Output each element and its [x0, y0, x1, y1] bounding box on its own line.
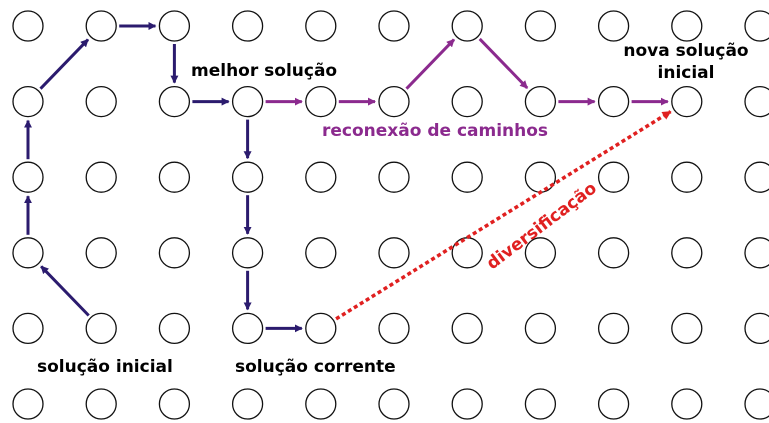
- grid-node: [231, 10, 264, 42]
- path-relinking-arrow: [405, 38, 456, 90]
- grid-node: [231, 388, 264, 420]
- diversification-arrow: [335, 110, 672, 321]
- grid-node: [158, 312, 191, 345]
- grid-node: [231, 161, 264, 193]
- grid-node: [524, 388, 557, 420]
- grid-node: [305, 161, 337, 193]
- grid-node: [524, 312, 557, 345]
- grid-node: [12, 10, 44, 42]
- grid-node: [597, 10, 630, 42]
- grid-node: [671, 161, 703, 193]
- grid-node: [597, 161, 630, 193]
- path-relinking-label: reconexão de caminhos: [322, 121, 548, 141]
- grid-node: [378, 237, 410, 269]
- path-relinking-arrow: [478, 37, 529, 90]
- grid-node: [451, 161, 483, 193]
- grid-node: [451, 10, 483, 42]
- grid-node: [12, 85, 44, 118]
- grid-node: [231, 237, 264, 269]
- grid-node: [85, 237, 117, 269]
- grid-node: [671, 388, 703, 420]
- grid-node: [597, 85, 630, 118]
- best-solution-node: [231, 85, 264, 118]
- grid-node: [597, 312, 630, 345]
- grid-node: [12, 312, 44, 345]
- initial-solution-node: [85, 312, 117, 345]
- new-initial-solution-node: [671, 85, 703, 118]
- grid-node: [12, 237, 44, 269]
- arrow-layer: [24, 22, 672, 333]
- current-solution-label: solução corrente: [235, 357, 396, 377]
- grid-node: [85, 85, 117, 118]
- grid-node: [744, 85, 769, 118]
- grid-node: [524, 85, 557, 118]
- initial-solution-label: solução inicial: [37, 357, 173, 377]
- grid-node: [524, 237, 557, 269]
- grid-node: [378, 312, 410, 345]
- grid-node: [305, 388, 337, 420]
- grid-node: [158, 237, 191, 269]
- grid-node: [524, 161, 557, 193]
- new-initial-solution-label-line1: nova solução: [623, 41, 748, 61]
- grid-node: [158, 10, 191, 42]
- grid-node: [671, 237, 703, 269]
- grid-node: [744, 237, 769, 269]
- grid-node: [305, 237, 337, 269]
- grid-node: [744, 161, 769, 193]
- grid-node: [85, 388, 117, 420]
- new-initial-solution-label-line2: inicial: [658, 63, 715, 83]
- node-grid: [12, 10, 769, 420]
- grid-node: [12, 161, 44, 193]
- grid-node: [85, 10, 117, 42]
- grid-node: [158, 161, 191, 193]
- grid-node: [744, 388, 769, 420]
- grid-node: [451, 85, 483, 118]
- grid-node: [305, 85, 337, 118]
- grid-node: [744, 312, 769, 345]
- grid-node: [378, 10, 410, 42]
- grid-node: [158, 388, 191, 420]
- grid-node: [451, 388, 483, 420]
- grid-node: [671, 10, 703, 42]
- grid-node: [12, 388, 44, 420]
- grid-node: [671, 312, 703, 345]
- grid-node: [378, 85, 410, 118]
- grid-node: [231, 312, 264, 345]
- grid-node: [378, 161, 410, 193]
- grid-node: [744, 10, 769, 42]
- grid-node: [305, 10, 337, 42]
- grid-node: [378, 388, 410, 420]
- grid-node: [524, 10, 557, 42]
- local-search-arrow: [40, 265, 90, 317]
- grid-node: [85, 161, 117, 193]
- best-solution-label: melhor solução: [191, 61, 337, 81]
- current-solution-node: [305, 312, 337, 345]
- grid-node: [451, 312, 483, 345]
- grid-node: [597, 388, 630, 420]
- local-search-arrow: [39, 38, 90, 90]
- grid-node: [597, 237, 630, 269]
- grid-node: [158, 85, 191, 118]
